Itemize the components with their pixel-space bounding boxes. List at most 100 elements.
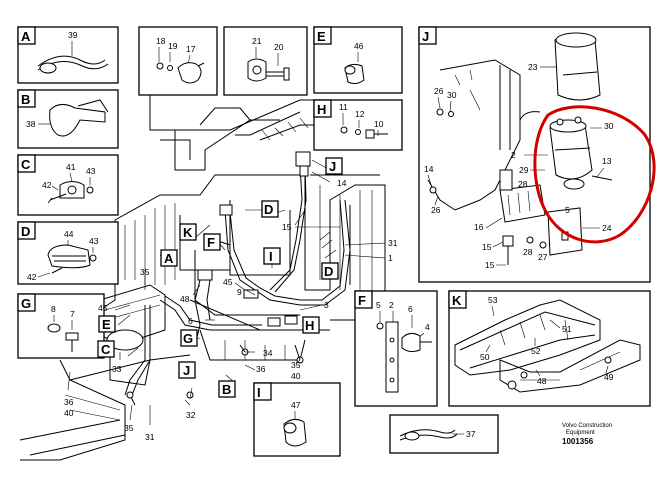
- main-assembly: [19, 95, 386, 461]
- footer-code: 1001356: [562, 437, 594, 446]
- footer-line-1: Volvo Construction: [562, 423, 612, 429]
- label-18: 18: [156, 36, 166, 46]
- label-6: 6: [408, 304, 413, 314]
- label-4: 4: [425, 322, 430, 332]
- callout-f: F: [207, 235, 215, 250]
- box-e-letter: E: [317, 29, 326, 44]
- detail-box-b: B 38: [17, 89, 119, 149]
- label-11: 11: [339, 102, 348, 112]
- label-10: 10: [374, 119, 384, 129]
- detail-box-h: H 11 12 10: [313, 99, 403, 151]
- label-13: 2: [511, 150, 516, 160]
- box-i-letter: I: [257, 385, 261, 400]
- detail-box-c: C 41 43 42: [17, 154, 119, 216]
- label-19: 19: [168, 41, 178, 51]
- detail-box-j: J 23 30 13 26 30 2 29 2: [418, 26, 656, 283]
- box-a-letter: A: [21, 29, 31, 44]
- callout-h: H: [305, 318, 314, 333]
- highlight-circle: [533, 105, 656, 244]
- label-24-left: 16: [474, 222, 484, 232]
- footer-line-2: Equipment: [566, 430, 595, 436]
- detail-box-f: F 5 2 6 4: [354, 290, 438, 407]
- main-number-callouts: 14 15 31 1 35 48 45 9 45 6 3 34 36 35 40…: [64, 178, 398, 442]
- num-45-left: 45: [98, 303, 108, 313]
- callout-c: C: [101, 342, 111, 357]
- detail-box-k: K 53 51 50 52 48 49: [448, 290, 651, 407]
- label-52: 52: [531, 346, 541, 356]
- label-26-top: 26: [434, 86, 444, 96]
- label-20: 20: [274, 42, 284, 52]
- label-42-d: 42: [27, 272, 37, 282]
- num-32: 32: [186, 410, 196, 420]
- label-27: 27: [538, 252, 548, 262]
- box-g-letter: G: [21, 296, 31, 311]
- num-35-top: 35: [140, 267, 150, 277]
- callout-g: G: [183, 331, 193, 346]
- num-6: 6: [188, 316, 193, 326]
- callout-d-top: D: [264, 202, 273, 217]
- label-21: 21: [252, 36, 262, 46]
- callout-i: I: [269, 249, 273, 264]
- num-14: 14: [337, 178, 347, 188]
- label-43-d: 43: [89, 236, 99, 246]
- box-c-letter: C: [21, 157, 31, 172]
- num-40-left: 40: [64, 408, 74, 418]
- top-detail-left: 18 19 17: [138, 26, 218, 96]
- label-47: 47: [291, 400, 301, 410]
- num-31-bot: 31: [145, 432, 155, 442]
- num-33: 33: [112, 364, 122, 374]
- label-26-left: 14: [424, 164, 434, 174]
- label-24-right: 24: [602, 223, 612, 233]
- callout-b: B: [222, 382, 231, 397]
- label-16-top: 28: [518, 179, 528, 189]
- num-9: 9: [237, 287, 242, 297]
- num-15: 15: [282, 222, 292, 232]
- num-45-mid: 45: [223, 277, 233, 287]
- label-16-bot: 15: [482, 242, 492, 252]
- box-k-letter: K: [452, 293, 462, 308]
- label-53: 53: [488, 295, 498, 305]
- callout-k: K: [183, 225, 193, 240]
- label-25: 5: [565, 205, 570, 215]
- label-38: 38: [26, 119, 36, 129]
- num-3: 3: [324, 300, 329, 310]
- num-34: 34: [263, 348, 273, 358]
- detail-box-g: G 8 7: [17, 293, 105, 359]
- label-28-bot: 28: [523, 247, 533, 257]
- callout-j-top: J: [329, 159, 336, 174]
- label-12: 12: [355, 109, 365, 119]
- label-30: 30: [447, 90, 457, 100]
- box-d-letter: D: [21, 224, 30, 239]
- label-49: 49: [604, 372, 614, 382]
- box-f-letter: F: [358, 293, 366, 308]
- num-1: 1: [388, 253, 393, 263]
- label-39: 39: [68, 30, 78, 40]
- loose-detail-37: 37: [389, 414, 499, 454]
- detail-box-d: D 44 43 42: [17, 221, 119, 285]
- label-50: 50: [480, 352, 490, 362]
- num-35-mid: 35: [291, 360, 301, 370]
- callout-j-bot: J: [183, 363, 190, 378]
- label-51: 51: [562, 324, 572, 334]
- label-29: 13: [602, 156, 612, 166]
- label-41: 41: [66, 162, 76, 172]
- label-2-j: 30: [604, 121, 614, 131]
- num-40-mid: 40: [291, 371, 301, 381]
- label-5: 5: [376, 300, 381, 310]
- callout-a: A: [164, 251, 174, 266]
- detail-box-e: E 46: [313, 26, 403, 94]
- num-36-mid: 36: [256, 364, 266, 374]
- detail-box-a: A 39: [17, 26, 119, 84]
- box-b-letter: B: [21, 92, 30, 107]
- label-37: 37: [466, 429, 476, 439]
- label-43: 43: [86, 166, 96, 176]
- footer-credit: Volvo Construction Equipment 1001356: [562, 423, 612, 446]
- label-23: 23: [528, 62, 538, 72]
- label-7: 7: [70, 309, 75, 319]
- label-8: 8: [51, 304, 56, 314]
- label-15-bot: 15: [485, 260, 495, 270]
- detail-box-i: I 47: [253, 382, 341, 457]
- label-14-j: 29: [519, 165, 529, 175]
